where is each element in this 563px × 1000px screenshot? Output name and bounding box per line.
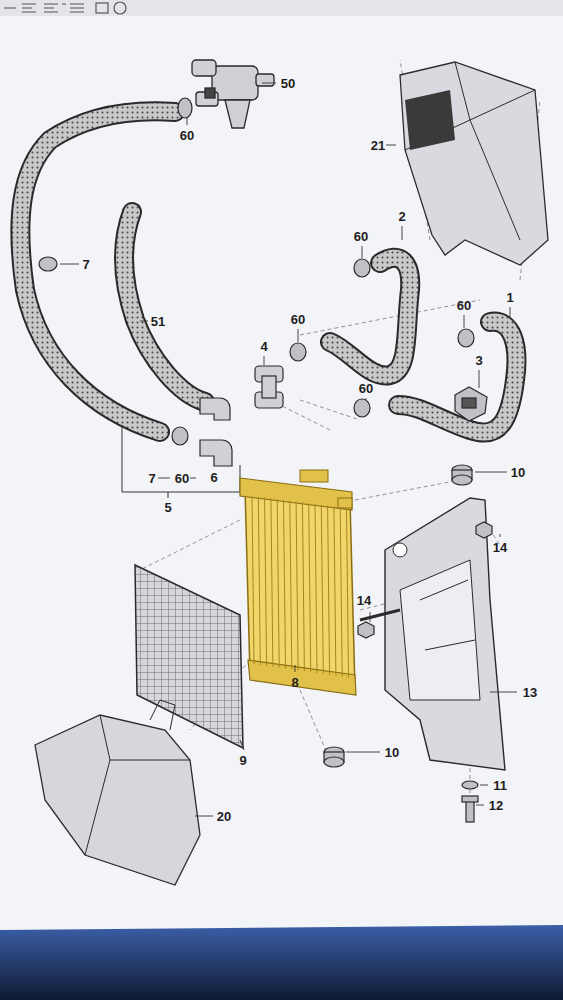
radiator-fin (347, 508, 349, 678)
sensor-clip (455, 387, 487, 421)
callout-number: 20 (217, 810, 231, 823)
callout-number: 12 (489, 799, 503, 812)
radiator-fin (309, 503, 311, 672)
leader-lines (60, 83, 517, 816)
bracket-arm (360, 610, 400, 620)
fasteners (324, 465, 492, 822)
radiator-fin (265, 498, 267, 666)
callout-number: 4 (260, 340, 267, 353)
radiator-fin (302, 502, 304, 671)
radiator-fin (277, 499, 279, 667)
callout-number: 60 (175, 472, 189, 485)
callout-number: 10 (511, 466, 525, 479)
air-guide-edges (85, 700, 190, 855)
callout-number: 60 (457, 299, 471, 312)
toolbar-icons (4, 2, 126, 14)
callout-number: 13 (523, 686, 537, 699)
air-duct-face (405, 90, 455, 150)
callout-number: 60 (354, 230, 368, 243)
callout-number: 7 (148, 472, 155, 485)
hoses (20, 111, 516, 432)
callout-number: 6 (210, 471, 217, 484)
valve (192, 60, 274, 128)
callout-number: 60 (180, 129, 194, 142)
radiator-fin (321, 505, 323, 674)
mounting-bracket (385, 498, 505, 770)
group-bracket (122, 425, 240, 498)
bracket-hole (393, 543, 407, 557)
radiator-fin (340, 507, 342, 676)
callout-number: 60 (359, 382, 373, 395)
hose-clamps (39, 98, 474, 445)
air-duct (400, 62, 548, 265)
radiator-fin (296, 502, 298, 671)
callout-number: 51 (151, 315, 165, 328)
callout-number: 8 (291, 676, 298, 689)
connectors (200, 366, 283, 466)
radiator-fin (271, 498, 273, 666)
radiator (240, 470, 356, 695)
callout-number: 5 (164, 501, 171, 514)
callout-number: 21 (371, 139, 385, 152)
callout-number: 60 (291, 313, 305, 326)
toolbar (0, 0, 563, 16)
radiator-fin (334, 506, 336, 675)
callout-number: 2 (398, 210, 405, 223)
radiator-fin (284, 500, 286, 669)
callout-number: 50 (281, 77, 295, 90)
callout-number: 11 (493, 779, 507, 792)
callout-number: 1 (506, 291, 513, 304)
grille (135, 565, 243, 748)
callout-number: 14 (493, 541, 507, 554)
bracket-frame (400, 560, 480, 700)
radiator-fin (315, 504, 317, 673)
air-duct-edges (405, 62, 535, 240)
callout-number: 10 (385, 746, 399, 759)
screen-bezel (0, 925, 563, 1000)
callout-number: 7 (82, 258, 89, 271)
radiator-fin (290, 501, 292, 670)
radiator-fin (258, 497, 260, 665)
callout-number: 3 (475, 354, 482, 367)
radiator-fin (328, 506, 330, 675)
radiator-fin (252, 496, 254, 664)
callout-number: 14 (357, 594, 371, 607)
callout-number: 9 (239, 754, 246, 767)
air-guide (35, 715, 200, 885)
